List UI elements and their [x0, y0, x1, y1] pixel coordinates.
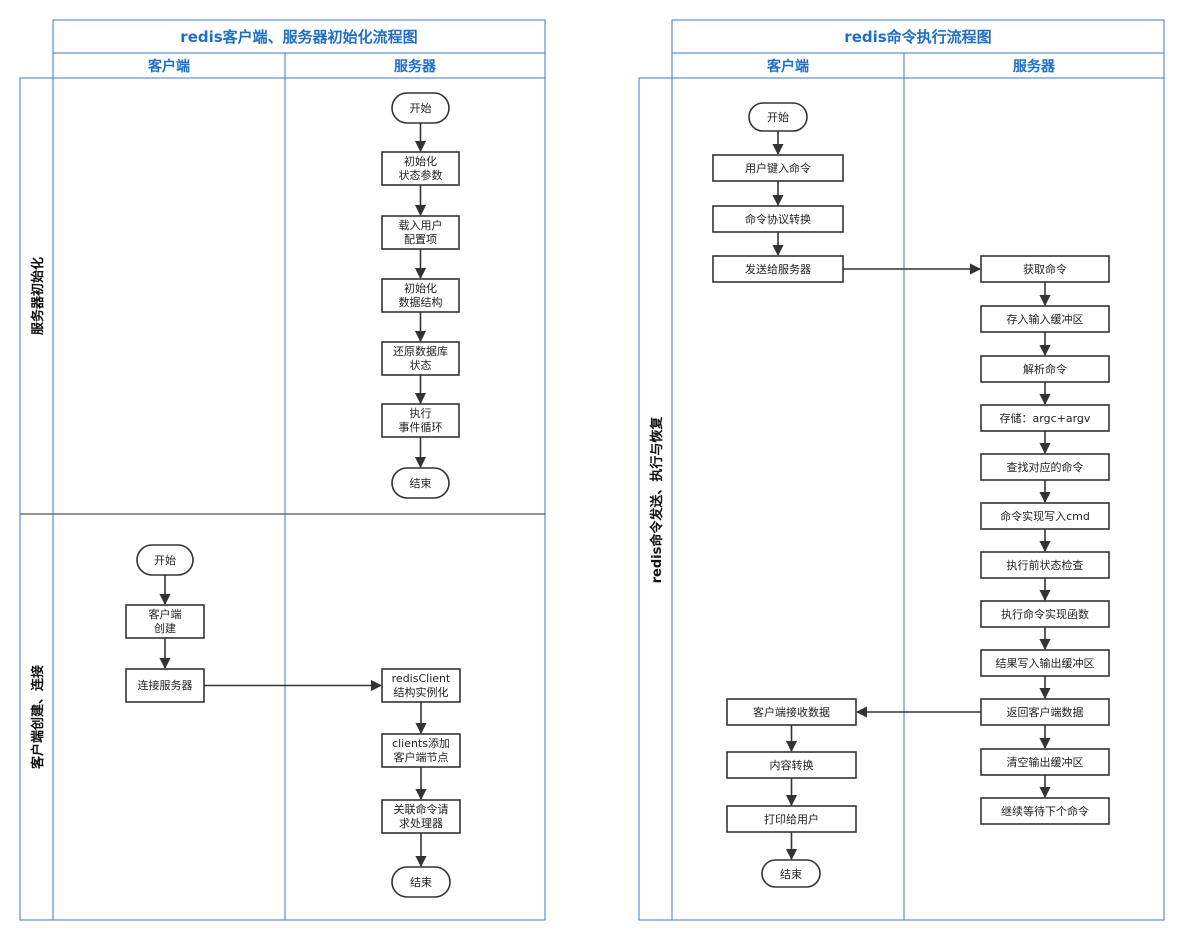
- right-col-server-label: 服务器: [1013, 58, 1056, 75]
- node-write-output-buffer: 结果写入输出缓冲区: [980, 649, 1110, 677]
- node-server-end: 结束: [391, 467, 450, 499]
- svg-text:创建: 创建: [154, 621, 176, 635]
- node-store-input-buffer: 存入输入缓冲区: [980, 305, 1110, 333]
- svg-text:结构实例化: 结构实例化: [394, 685, 449, 699]
- node-client-receive: 客户端接收数据: [726, 698, 857, 726]
- node-restore-db-state: 还原数据库 状态: [381, 341, 460, 376]
- svg-text:执行命令实现函数: 执行命令实现函数: [1001, 607, 1089, 621]
- node-lookup-command: 查找对应的命令: [980, 453, 1110, 481]
- svg-text:执行: 执行: [410, 406, 432, 420]
- svg-text:客户端节点: 客户端节点: [394, 750, 449, 764]
- node-send-to-server: 发送给服务器: [712, 255, 844, 283]
- node-exec-function: 执行命令实现函数: [980, 600, 1110, 628]
- svg-text:执行前状态检查: 执行前状态检查: [1007, 558, 1084, 572]
- node-write-cmd: 命令实现写入cmd: [980, 502, 1110, 530]
- svg-text:开始: 开始: [154, 553, 176, 567]
- svg-text:开始: 开始: [767, 110, 789, 124]
- svg-text:解析命令: 解析命令: [1023, 362, 1067, 376]
- svg-text:初始化: 初始化: [404, 154, 437, 168]
- svg-text:继续等待下个命令: 继续等待下个命令: [1001, 804, 1089, 818]
- node-content-convert: 内容转换: [726, 751, 857, 779]
- svg-text:发送给服务器: 发送给服务器: [745, 262, 811, 276]
- svg-text:命令协议转换: 命令协议转换: [745, 212, 811, 226]
- left-title: redis客户端、服务器初始化流程图: [180, 28, 417, 46]
- node-parse-command: 解析命令: [980, 355, 1110, 383]
- svg-text:数据结构: 数据结构: [399, 295, 443, 309]
- svg-text:客户端接收数据: 客户端接收数据: [753, 705, 830, 719]
- svg-text:状态: 状态: [410, 358, 432, 372]
- left-diagram: redis客户端、服务器初始化流程图 客户端 服务器 服务器初始化 客户端创建、…: [19, 19, 546, 921]
- svg-text:开始: 开始: [410, 101, 432, 115]
- svg-text:redisClient: redisClient: [392, 672, 451, 685]
- node-run-event-loop: 执行 事件循环: [381, 403, 460, 438]
- svg-text:存入输入缓冲区: 存入输入缓冲区: [1007, 312, 1084, 326]
- node-load-user-config: 载入用户 配置项: [381, 215, 460, 250]
- svg-text:命令实现写入cmd: 命令实现写入cmd: [1000, 509, 1090, 523]
- svg-text:用户键入命令: 用户键入命令: [745, 161, 811, 175]
- right-diagram: redis命令执行流程图 客户端 服务器 redis命令发送、执行与恢复 开始 …: [638, 19, 1165, 921]
- node-wait-next-command: 继续等待下个命令: [980, 797, 1110, 825]
- svg-text:查找对应的命令: 查找对应的命令: [1007, 460, 1084, 474]
- svg-text:关联命令请: 关联命令请: [394, 802, 449, 816]
- svg-text:状态参数: 状态参数: [399, 168, 443, 182]
- node-init-data-structures: 初始化 数据结构: [381, 278, 460, 313]
- node-user-input-command: 用户键入命令: [712, 154, 844, 182]
- svg-text:客户端: 客户端: [149, 607, 182, 621]
- node-clear-output-buffer: 清空输出缓冲区: [980, 748, 1110, 776]
- svg-text:内容转换: 内容转换: [770, 758, 814, 772]
- svg-text:清空输出缓冲区: 清空输出缓冲区: [1007, 755, 1084, 769]
- svg-text:存储：argc+argv: 存储：argc+argv: [1000, 411, 1091, 425]
- svg-text:配置项: 配置项: [404, 233, 437, 246]
- left-lane-label-column: [19, 77, 54, 921]
- node-pre-exec-check: 执行前状态检查: [980, 551, 1110, 579]
- svg-text:获取命令: 获取命令: [1023, 262, 1067, 276]
- svg-text:结束: 结束: [410, 876, 432, 889]
- svg-text:还原数据库: 还原数据库: [393, 344, 448, 358]
- right-col-client-label: 客户端: [766, 58, 809, 75]
- node-clients-add-node: clients添加 客户端节点: [381, 733, 461, 768]
- node-store-argc-argv: 存储：argc+argv: [980, 404, 1110, 432]
- svg-text:载入用户: 载入用户: [399, 218, 443, 232]
- node-client-create: 客户端 创建: [125, 604, 205, 639]
- svg-text:初始化: 初始化: [404, 281, 437, 295]
- node-protocol-convert: 命令协议转换: [712, 205, 844, 233]
- svg-text:连接服务器: 连接服务器: [138, 679, 193, 692]
- svg-text:返回客户端数据: 返回客户端数据: [1007, 705, 1084, 719]
- node-connect-server: 连接服务器: [125, 668, 205, 703]
- left-col-server-label: 服务器: [394, 58, 437, 75]
- node-get-command: 获取命令: [980, 255, 1110, 283]
- node-server-start: 开始: [391, 92, 450, 124]
- left-swimlane-body: [52, 77, 546, 921]
- svg-text:打印给用户: 打印给用户: [764, 812, 819, 826]
- node-cmd-client-start: 开始: [748, 102, 808, 132]
- svg-text:求处理器: 求处理器: [399, 817, 443, 830]
- left-col-client-label: 客户端: [147, 58, 190, 75]
- svg-text:结束: 结束: [780, 868, 802, 881]
- node-print-to-user: 打印给用户: [726, 805, 857, 833]
- svg-text:clients添加: clients添加: [392, 736, 450, 750]
- node-return-client-data: 返回客户端数据: [980, 698, 1110, 726]
- lane-label-command-flow: redis命令发送、执行与恢复: [649, 416, 665, 584]
- svg-text:事件循环: 事件循环: [399, 421, 443, 434]
- right-swimlane-body: [671, 77, 1165, 921]
- right-title: redis命令执行流程图: [844, 28, 991, 46]
- node-bind-request-handler: 关联命令请 求处理器: [381, 799, 461, 834]
- lane-label-server-init: 服务器初始化: [30, 257, 46, 335]
- svg-text:结果写入输出缓冲区: 结果写入输出缓冲区: [996, 656, 1095, 670]
- lane-label-client-create: 客户端创建、连接: [30, 665, 46, 769]
- node-init-state-params: 初始化 状态参数: [381, 151, 460, 186]
- svg-text:结束: 结束: [410, 477, 432, 490]
- node-cmd-client-end: 结束: [761, 859, 821, 888]
- node-redisclient-instantiate: redisClient 结构实例化: [381, 668, 461, 703]
- node-server-end-2: 结束: [391, 866, 451, 898]
- node-client-start: 开始: [136, 544, 194, 576]
